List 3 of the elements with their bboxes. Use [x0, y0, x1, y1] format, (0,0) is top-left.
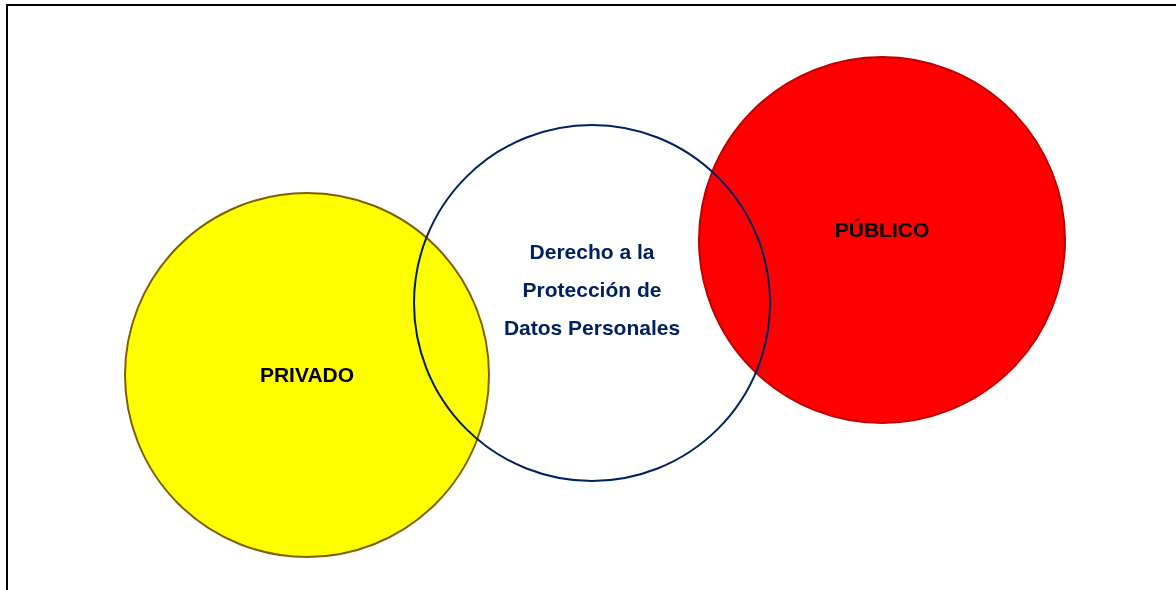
circle-label: PÚBLICO: [833, 217, 931, 244]
circle-label: PRIVADO: [258, 362, 356, 389]
circle-label: Derecho a la Protección de Datos Personales: [502, 239, 682, 341]
